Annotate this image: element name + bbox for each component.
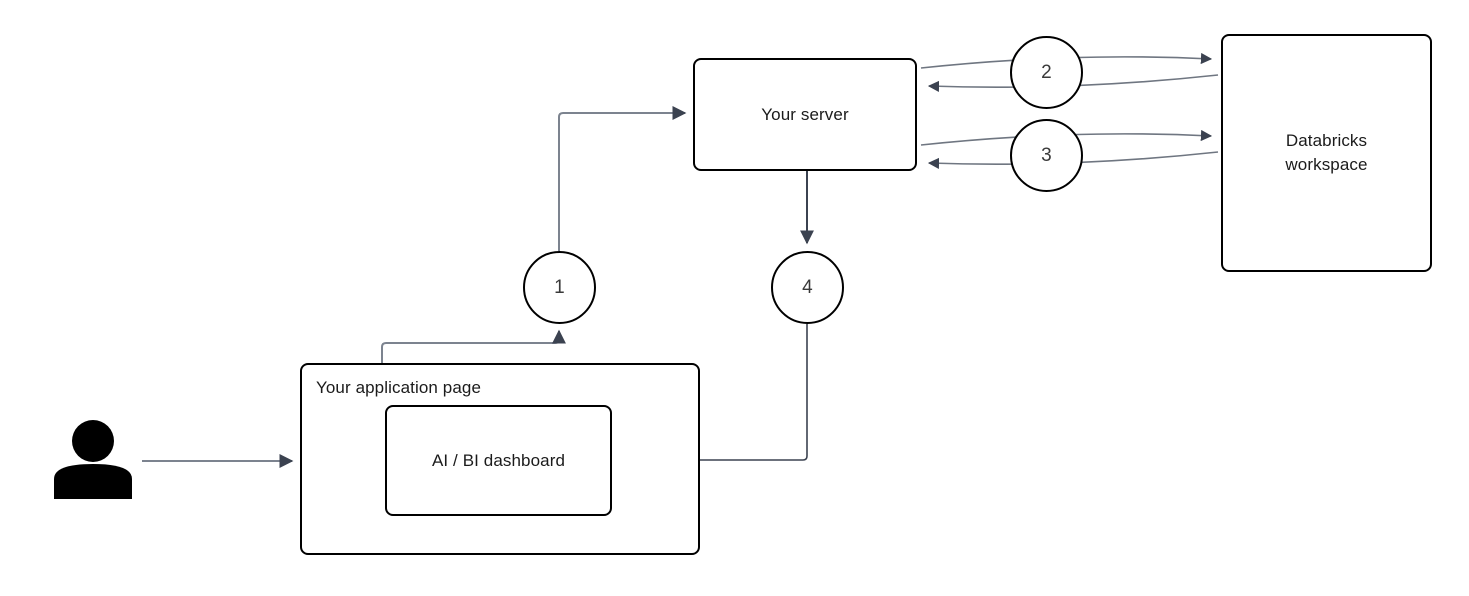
step-marker-1[interactable]: 1 (523, 251, 596, 324)
step-marker-3-label: 3 (1041, 144, 1052, 166)
node-databricks-workspace[interactable]: Databricks workspace (1221, 34, 1432, 272)
connector-app-page-to-step-1 (381, 329, 566, 363)
node-ai-bi-dashboard-label: AI / BI dashboard (431, 450, 566, 470)
step-marker-1-label: 1 (554, 276, 565, 298)
node-your-server-label: Your server (761, 104, 849, 124)
step-marker-3[interactable]: 3 (1010, 119, 1083, 192)
step-marker-4[interactable]: 4 (771, 251, 844, 324)
node-databricks-workspace-label: Databricks workspace (1285, 131, 1368, 174)
node-your-server[interactable]: Your server (693, 58, 917, 171)
node-your-application-page-label: Your application page (316, 378, 481, 397)
user-actor-icon (52, 416, 134, 502)
connector-step-1-to-server (558, 106, 687, 251)
step-marker-2[interactable]: 2 (1010, 36, 1083, 109)
node-your-application-page[interactable]: Your application page (300, 363, 700, 555)
step-marker-4-label: 4 (802, 276, 813, 298)
node-ai-bi-dashboard[interactable]: AI / BI dashboard (385, 405, 612, 516)
step-marker-2-label: 2 (1041, 61, 1052, 83)
